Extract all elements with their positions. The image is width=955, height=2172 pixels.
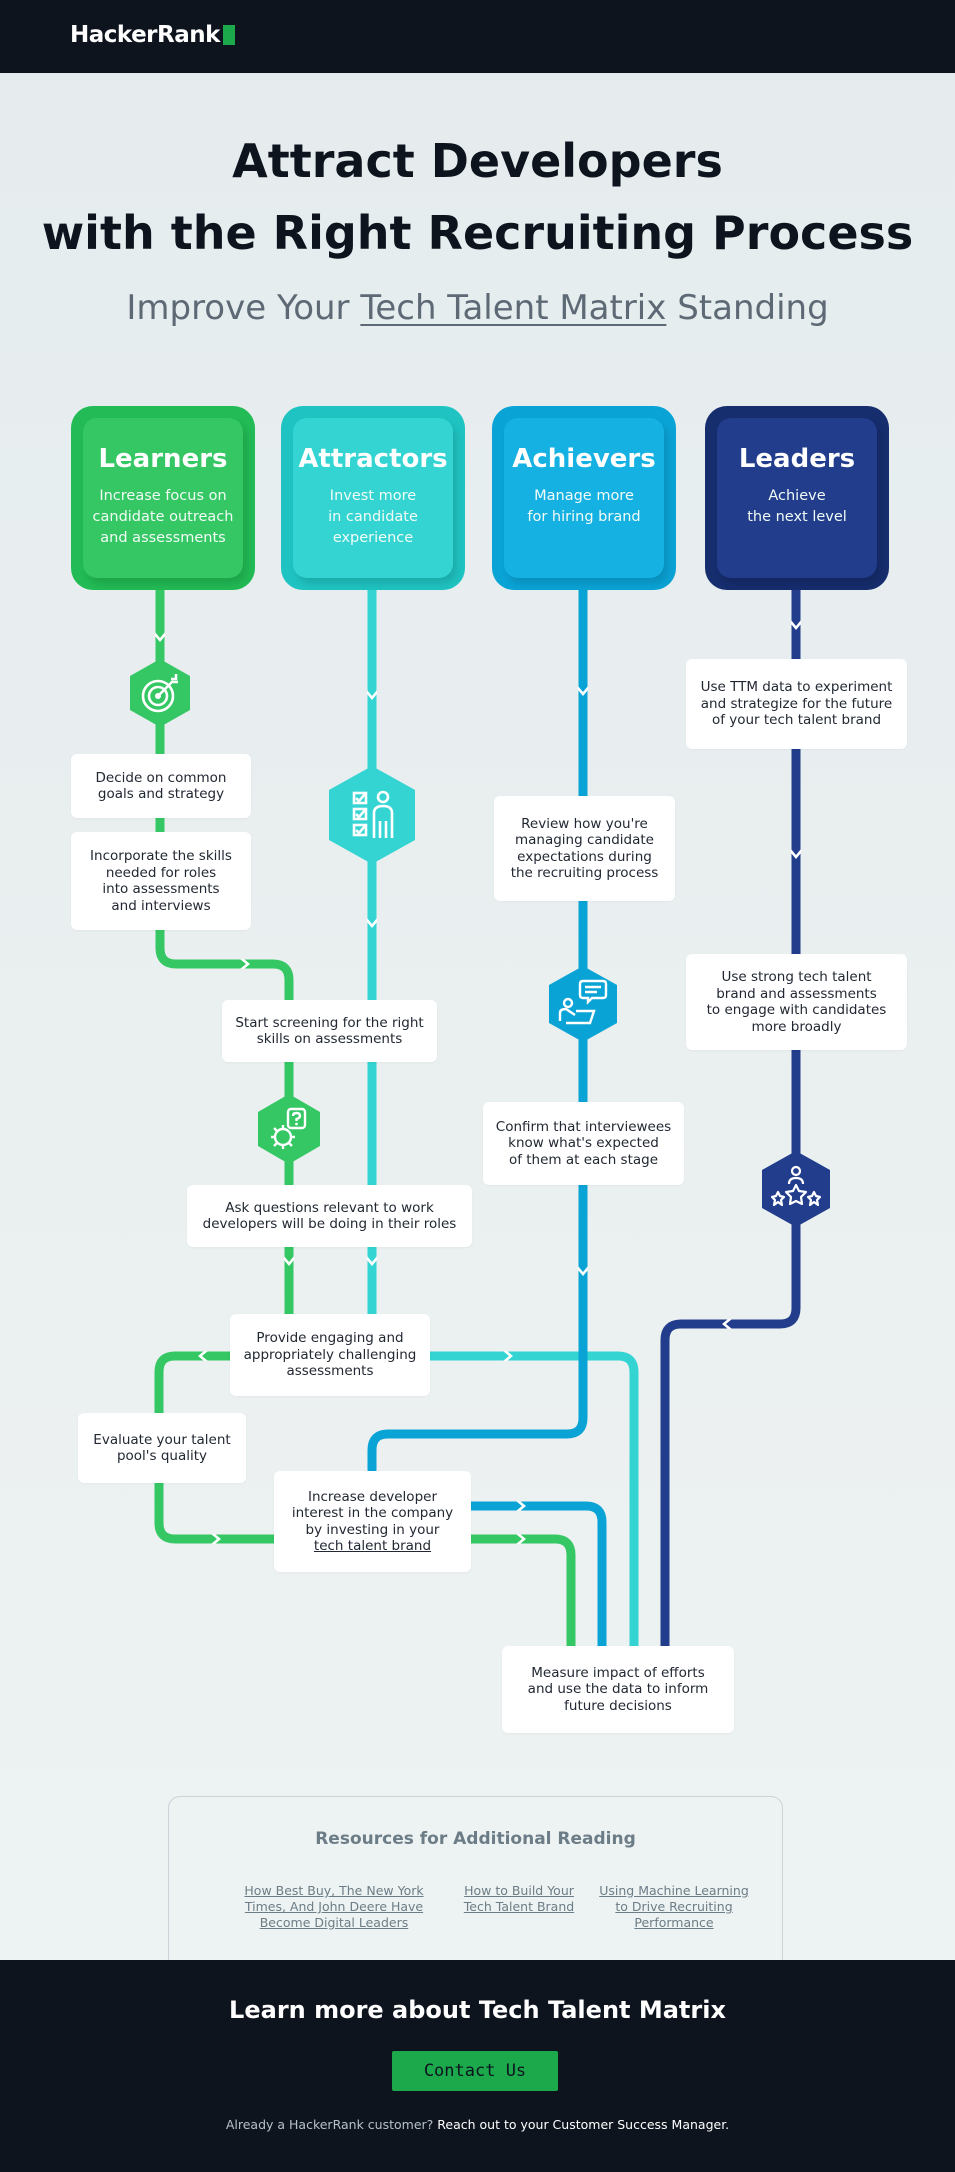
column-name: Attractors [298,444,448,474]
hackerrank-logo[interactable]: HackerRank [70,22,235,48]
tech-talent-matrix-link[interactable]: Tech Talent Matrix [360,288,667,328]
column-name: Leaders [738,444,856,474]
flow-connectors [154,585,801,1655]
target-icon [130,659,190,727]
star-person-icon [762,1151,830,1227]
footer-title: Learn more about Tech Talent Matrix [229,1996,726,2024]
tech-talent-brand-link[interactable]: tech talent brand [313,1538,432,1554]
column-name: Learners [98,444,228,474]
page-subtitle: Improve Your Tech Talent Matrix Standing [0,288,955,328]
page-title-line2: with the Right Recruiting Process [41,206,914,260]
top-bar: HackerRank [0,0,955,73]
learners-line [155,585,294,1320]
customer-success-link[interactable]: Reach out to your Customer Success Manag… [437,2117,730,2132]
contact-us-button[interactable]: Contact Us [392,2051,558,2091]
footer: Learn more about Tech Talent Matrix Cont… [0,1960,955,2172]
logo-text: HackerRank [70,22,220,48]
achievers-line [367,585,588,1475]
resources-panel: Resources for Additional Reading How Bes… [168,1796,783,2036]
gear-question-icon [258,1094,320,1164]
chat-laptop-icon [549,966,617,1042]
checklist-person-icon [329,766,415,864]
footer-note: Already a HackerRank customer? Reach out… [0,2117,955,2132]
subtitle-pre: Improve Your [126,288,361,328]
subtitle-post: Standing [666,288,829,328]
column-name: Achievers [512,444,656,474]
logo-square-icon [222,25,235,45]
page-title-line1: Attract Developers [232,134,723,188]
leaders-line [660,585,801,1655]
resources-title: Resources for Additional Reading [315,1829,636,1849]
footer-note-pre: Already a HackerRank customer? [225,2117,438,2132]
